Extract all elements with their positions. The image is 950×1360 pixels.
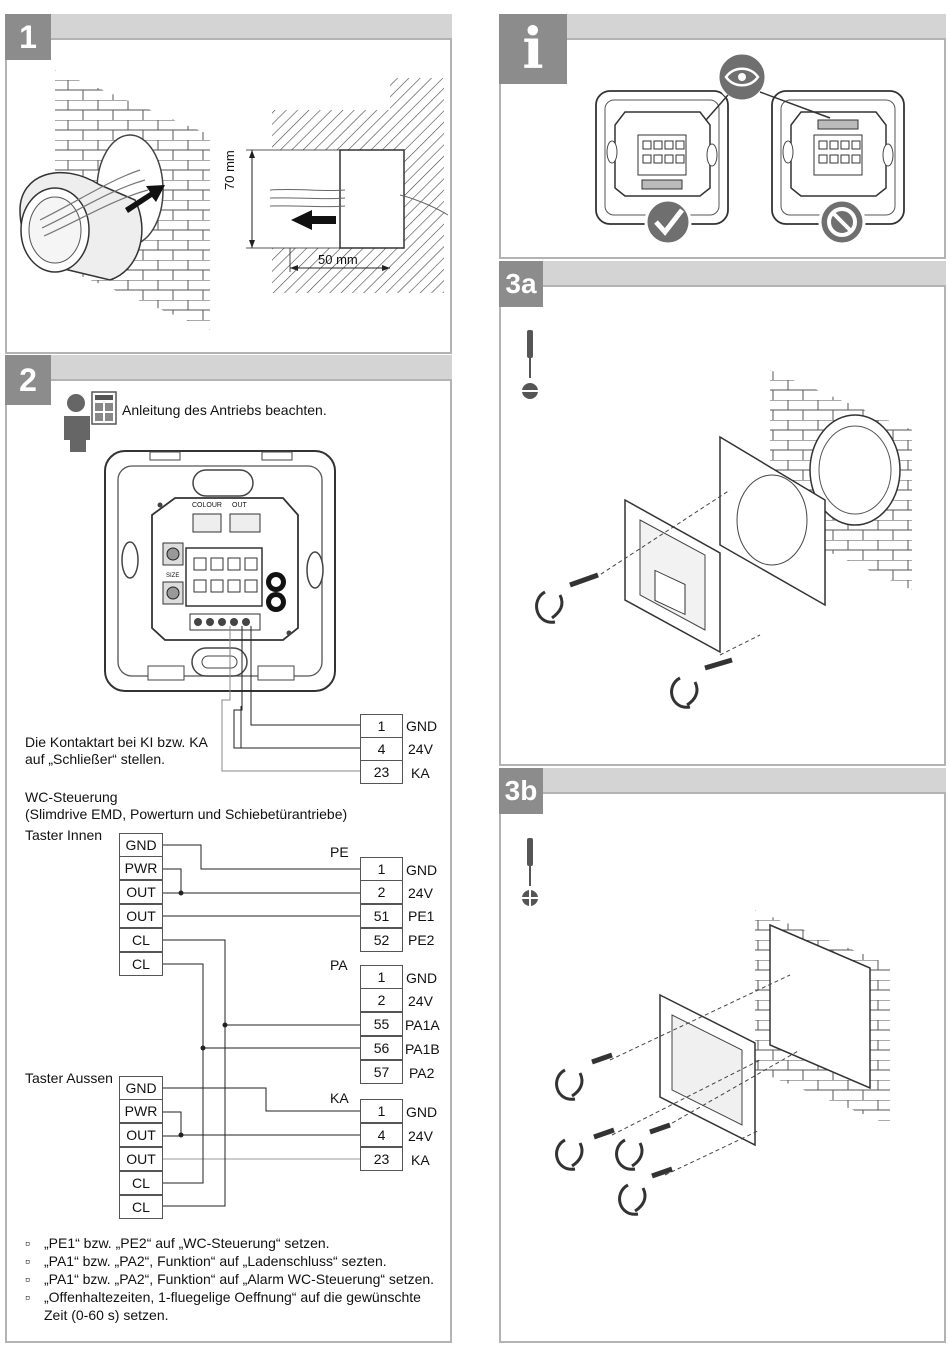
- taster-innen-cell: CL: [119, 928, 163, 952]
- operator-person-icon: [64, 391, 117, 452]
- taster-innen-cell: OUT: [119, 904, 163, 928]
- pe-terminal-cell: 1: [360, 857, 403, 881]
- bullet-marker: ▫: [25, 1289, 30, 1305]
- instruction-bullet-4: „Offenhaltezeiten, 1-fluegelige Oeffnung…: [44, 1289, 421, 1305]
- info-device-correct: [595, 90, 729, 246]
- cross-section-illustration: [246, 78, 449, 293]
- note-text: Anleitung des Antriebs beachten.: [122, 402, 327, 418]
- wc-subtitle: (Slimdrive EMD, Powerturn und Schiebetür…: [25, 806, 348, 822]
- info-icon: i: [499, 14, 567, 84]
- phillips-screwdriver-icon: [522, 838, 538, 906]
- taster-aussen-cell: PWR: [119, 1099, 163, 1123]
- terminal-wires: [221, 626, 360, 772]
- step-2-number: 2: [5, 355, 51, 405]
- info-eye-icon: [705, 51, 831, 121]
- pa-terminal-cell: 56: [360, 1036, 403, 1060]
- pa-terminal-cell: 55: [360, 1012, 403, 1036]
- taster-innen-label: Taster Innen: [25, 827, 103, 843]
- pa-group-label: PA: [330, 957, 348, 973]
- out-switch-label: OUT: [232, 502, 247, 509]
- terminal-cell: 1: [360, 714, 403, 738]
- bullet-marker: ▫: [25, 1235, 30, 1251]
- taster-innen-cell: GND: [119, 833, 163, 857]
- step-2-header-bar: [5, 355, 452, 379]
- taster-aussen-cell: OUT: [119, 1147, 163, 1171]
- assembly-3a-illustration: [535, 370, 912, 709]
- taster-innen-cell: PWR: [119, 856, 163, 880]
- step-3b-number: 3b: [499, 768, 543, 814]
- pe-terminal-label: PE2: [408, 932, 435, 948]
- ka-terminal-label: GND: [406, 1104, 438, 1120]
- ka-terminal-cell: 23: [360, 1147, 403, 1171]
- pa-terminal-label: PA1B: [405, 1041, 440, 1057]
- instruction-bullet-1: „PE1“ bzw. „PE2“ auf „WC-Steuerung“ setz…: [44, 1235, 330, 1251]
- instruction-bullet-3: „PA1“ bzw. „PA2“, Funktion“ auf „Alarm W…: [44, 1271, 435, 1287]
- terminal-label: GND: [406, 718, 438, 734]
- pe-terminal-label: 24V: [408, 885, 433, 901]
- taster-aussen-cell: OUT: [119, 1123, 163, 1147]
- terminal-cell: 23: [360, 760, 403, 784]
- colour-switch-label: COLOUR: [192, 502, 222, 509]
- pa-terminal-cell: 57: [360, 1060, 403, 1084]
- wc-wiring: [162, 844, 360, 1207]
- instruction-bullet-2: „PA1“ bzw. „PA2“, Funktion“ auf „Ladensc…: [44, 1253, 387, 1269]
- step-3a-number: 3a: [499, 261, 543, 307]
- pe-group-label: PE: [330, 844, 349, 860]
- terminal-cell: 4: [360, 737, 403, 761]
- step-3a-header-bar: [499, 261, 946, 285]
- pa-terminal-cell: 1: [360, 965, 403, 989]
- step-3b-header-bar: [499, 768, 946, 792]
- taster-aussen-cell: GND: [119, 1076, 163, 1100]
- contact-note-line1: Die Kontaktart bei KI bzw. KA: [25, 734, 208, 750]
- pa-terminal-label: GND: [406, 970, 438, 986]
- pe-terminal-label: GND: [406, 862, 438, 878]
- size-label: SIZE: [166, 573, 180, 579]
- wall-socket-illustration: [19, 70, 210, 330]
- dimension-height-label: 70 mm: [222, 150, 237, 190]
- taster-aussen-cell: CL: [119, 1171, 163, 1195]
- pe-terminal-cell: 51: [360, 904, 403, 928]
- switch-device-diagram: [104, 450, 336, 692]
- pa-terminal-cell: 2: [360, 988, 403, 1012]
- ka-terminal-label: KA: [411, 1152, 430, 1168]
- bullet-marker: ▫: [25, 1271, 30, 1287]
- pa-terminal-label: 24V: [408, 993, 433, 1009]
- pe-terminal-label: PE1: [408, 908, 435, 924]
- taster-aussen-cell: CL: [119, 1195, 163, 1219]
- taster-innen-cell: OUT: [119, 880, 163, 904]
- taster-innen-cell: CL: [119, 952, 163, 976]
- pa-terminal-label: PA1A: [405, 1017, 440, 1033]
- contact-note-line2: auf „Schließer“ stellen.: [25, 751, 166, 767]
- ka-group-label: KA: [330, 1090, 349, 1106]
- ka-terminal-cell: 4: [360, 1123, 403, 1147]
- terminal-label: KA: [411, 765, 430, 781]
- dimension-depth-label: 50 mm: [318, 252, 358, 267]
- assembly-3b-illustration: [555, 910, 890, 1216]
- step-1-number: 1: [5, 14, 51, 60]
- wc-title: WC-Steuerung: [25, 789, 118, 805]
- ka-terminal-label: 24V: [408, 1128, 433, 1144]
- pa-terminal-label: PA2: [409, 1065, 435, 1081]
- instruction-bullet-4-cont: Zeit (0-60 s) setzen.: [44, 1307, 169, 1323]
- slotted-screwdriver-icon: [522, 330, 538, 399]
- info-header-bar: [499, 14, 946, 38]
- pe-terminal-cell: 2: [360, 880, 403, 904]
- bullet-marker: ▫: [25, 1253, 30, 1269]
- ka-terminal-cell: 1: [360, 1099, 403, 1123]
- taster-aussen-label: Taster Aussen: [25, 1070, 113, 1086]
- info-device-wrong: [771, 90, 905, 246]
- step-1-header-bar: [5, 14, 452, 38]
- pe-terminal-cell: 52: [360, 928, 403, 952]
- terminal-label: 24V: [408, 741, 433, 757]
